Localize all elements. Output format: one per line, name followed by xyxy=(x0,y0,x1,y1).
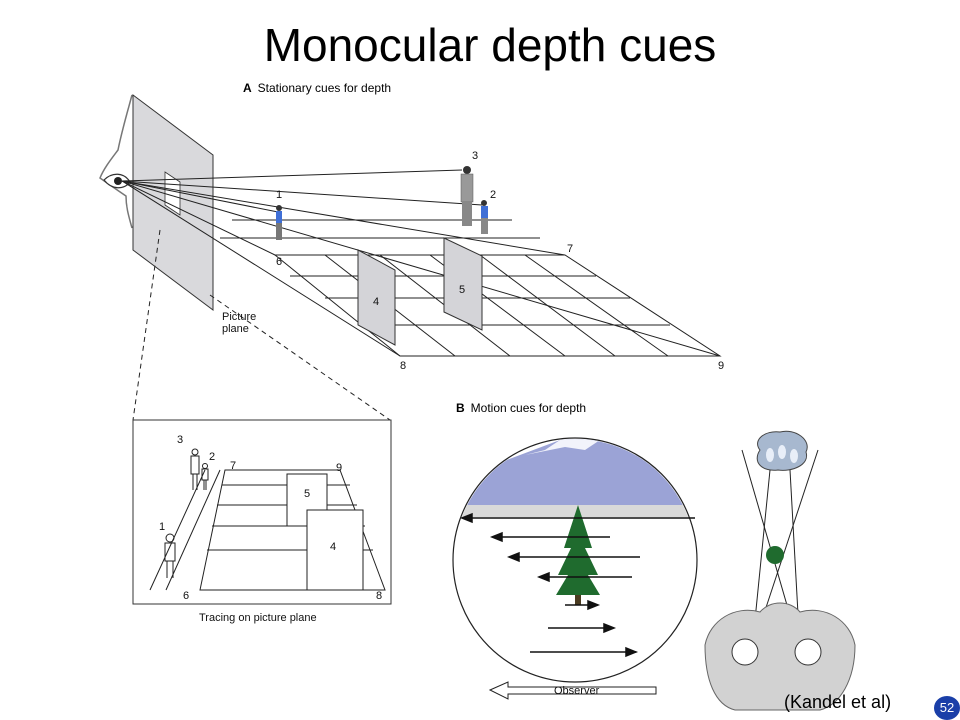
t-num-1: 1 xyxy=(159,521,166,533)
sight-lines xyxy=(121,169,721,357)
t-num-8: 8 xyxy=(376,590,383,602)
a-num-7: 7 xyxy=(567,243,574,255)
panel-4 xyxy=(357,249,396,346)
panel-a-label: Stationary cues for depth xyxy=(257,81,392,95)
figure-1 xyxy=(276,205,282,240)
panel-a-letter: A xyxy=(243,81,252,95)
panel-a-heading: A Stationary cues for depth xyxy=(243,81,391,95)
a-num-3: 3 xyxy=(472,150,479,162)
mountains xyxy=(454,439,696,505)
eye-profile xyxy=(99,94,133,229)
figure-2 xyxy=(481,200,488,234)
credit-text: (Kandel et al) xyxy=(784,692,892,712)
observer-arrow xyxy=(488,681,657,700)
picture-plane-label-2: plane xyxy=(222,323,249,335)
t-num-6: 6 xyxy=(183,590,190,602)
slide-title: Monocular depth cues xyxy=(263,19,717,71)
observer-label: Observer xyxy=(554,685,600,697)
a-num-9: 9 xyxy=(718,360,725,372)
a-num-5: 5 xyxy=(459,284,466,296)
panel-b-letter: B xyxy=(456,401,465,415)
a-num-8: 8 xyxy=(400,360,407,372)
panel-b-heading: B Motion cues for depth xyxy=(456,401,586,415)
picture-plane-label-1: Picture xyxy=(222,311,257,323)
tree xyxy=(556,505,600,595)
t-num-7: 7 xyxy=(230,460,237,472)
a-num-4: 4 xyxy=(373,296,380,308)
tracing-caption: Tracing on picture plane xyxy=(199,612,317,624)
t-num-3: 3 xyxy=(177,434,184,446)
a-num-6: 6 xyxy=(276,256,283,268)
eyes-diagram xyxy=(704,430,856,711)
t-num-5: 5 xyxy=(304,488,311,500)
t-num-9: 9 xyxy=(336,462,343,474)
a-num-2: 2 xyxy=(490,189,497,201)
motion-arrows xyxy=(459,512,695,658)
tracing-panel-4 xyxy=(306,509,364,591)
panel-5 xyxy=(443,237,483,331)
panel-b-label: Motion cues for depth xyxy=(470,401,587,415)
figure-3 xyxy=(460,166,474,226)
slide-number-badge: 52 xyxy=(934,696,960,720)
a-num-1: 1 xyxy=(276,189,283,201)
t-num-2: 2 xyxy=(209,451,216,463)
tracing-figures xyxy=(164,448,209,578)
t-num-4: 4 xyxy=(330,541,337,553)
